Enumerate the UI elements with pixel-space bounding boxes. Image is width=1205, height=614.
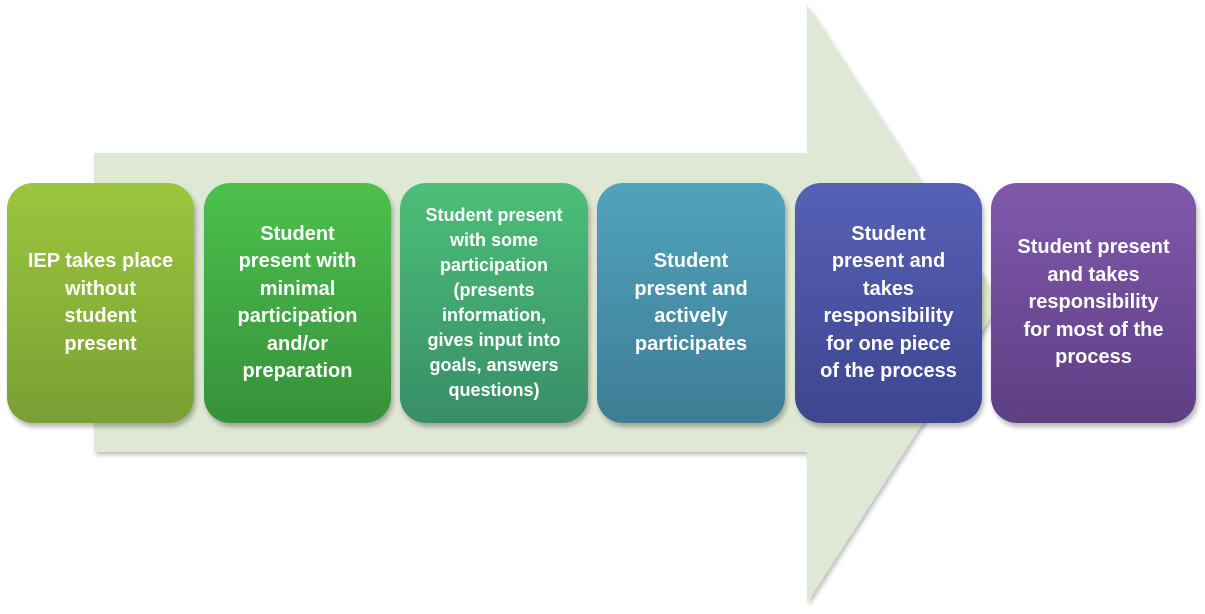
step-1-box: IEP takes place without student present (7, 183, 194, 423)
step-2-label: Student present with minimal participati… (237, 222, 358, 383)
step-4-label: Student present and actively participate… (634, 250, 748, 355)
step-3-box: Student present with some participation … (400, 183, 588, 423)
step-1-label: IEP takes place without student present (27, 250, 174, 355)
step-2-box: Student present with minimal participati… (204, 183, 391, 423)
step-4-box: Student present and actively participate… (597, 183, 785, 423)
step-3-label: Student present with some participation … (425, 205, 563, 400)
step-5-box: Student present and takes responsibility… (795, 183, 982, 423)
step-5-label: Student present and takes responsibility… (820, 222, 957, 383)
step-6-box: Student present and takes responsibility… (991, 183, 1196, 423)
step-6-label: Student present and takes responsibility… (1017, 236, 1170, 369)
